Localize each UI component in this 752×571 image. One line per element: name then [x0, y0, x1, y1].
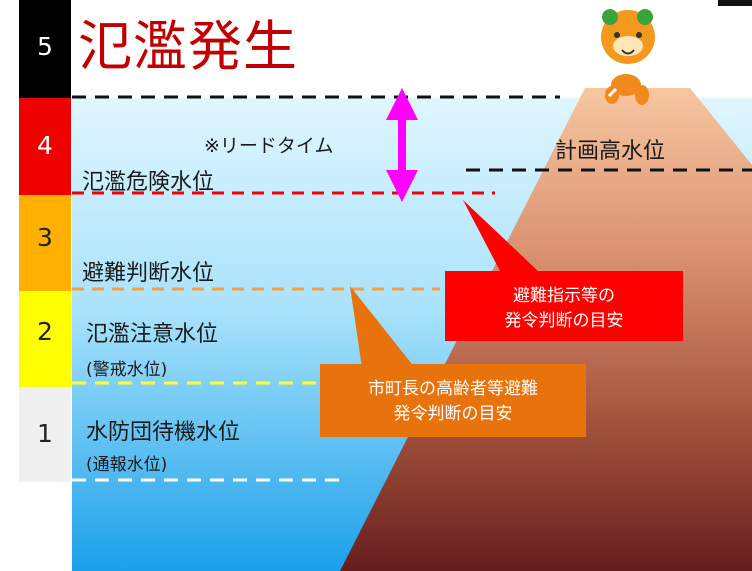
- planned-high-water-label: 計画高水位: [555, 139, 666, 164]
- level-2-sublabel: (警戒水位): [86, 360, 168, 380]
- level-4-label: 氾濫危険水位: [82, 170, 215, 195]
- orange-callout-text: 市町長の高齢者等避難 発令判断の目安: [320, 377, 586, 426]
- lead-time-label: ※リードタイム: [204, 135, 334, 157]
- level-bar-2: [19, 291, 71, 387]
- page-title: 氾濫発生: [78, 15, 298, 78]
- top-right-bar: [718, 0, 752, 6]
- red-callout-line1: 避難指示等の: [513, 286, 615, 306]
- orange-mascot-icon: [601, 9, 655, 105]
- level-2-label: 氾濫注意水位: [86, 322, 219, 347]
- level-3-number: 3: [37, 223, 53, 252]
- red-callout-text: 避難指示等の 発令判断の目安: [445, 284, 683, 333]
- orange-callout-box: [320, 364, 586, 437]
- level-column-blank: [19, 482, 71, 571]
- orange-callout-line2: 発令判断の目安: [393, 403, 513, 424]
- level-1-label: 水防団待機水位: [86, 420, 241, 445]
- red-callout-pointer: [463, 200, 538, 271]
- level-5-number: 5: [37, 32, 53, 61]
- orange-callout-pointer: [350, 286, 415, 368]
- level-1-number: 1: [37, 419, 53, 448]
- level-bar-1: [19, 387, 71, 482]
- level-2-number: 2: [37, 317, 53, 346]
- orange-callout-line1: 市町長の高齢者等避難: [368, 379, 538, 399]
- level-bar-3: [19, 195, 71, 291]
- level-1-sublabel: (通報水位): [86, 455, 168, 475]
- red-callout-line2: 発令判断の目安: [504, 310, 624, 331]
- red-callout-box: [445, 271, 683, 341]
- level-bar-4: [19, 98, 71, 195]
- level-3-label: 避難判断水位: [82, 261, 215, 286]
- level-4-number: 4: [37, 131, 53, 160]
- level-bar-5: [19, 0, 71, 98]
